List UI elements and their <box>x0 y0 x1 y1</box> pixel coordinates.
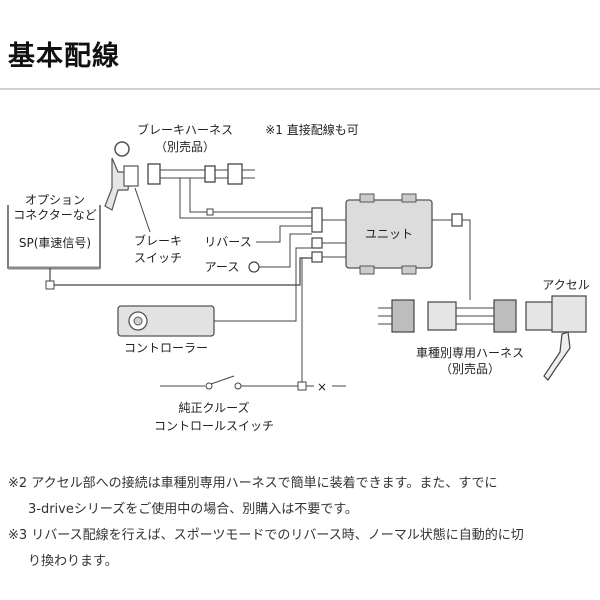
brake-harness <box>147 163 255 185</box>
option-label-line2: コネクターなど <box>13 208 97 222</box>
reverse-label: リバース <box>204 235 251 249</box>
unit-output-wire <box>462 219 471 300</box>
accel-label: アクセル <box>542 278 589 292</box>
brake-switch <box>104 141 139 211</box>
vehicle-harness <box>378 299 555 333</box>
note-3-line1: ※3 リバース配線を行えば、スポーツモードでのリバース時、ノーマル状態に自動的に… <box>8 528 524 543</box>
unit-output-connector <box>451 213 463 227</box>
option-label-line3: SP(車速信号) <box>19 236 91 250</box>
sp-wire <box>49 257 312 286</box>
unit-box <box>345 193 433 275</box>
controller <box>117 305 215 337</box>
page-title: 基本配線 <box>8 41 120 72</box>
sold-separately-label-1: （別売品） <box>155 139 215 154</box>
sold-separately-label-2: （別売品） <box>440 361 500 376</box>
sp-junction <box>45 280 55 290</box>
brake-wire-1 <box>179 178 312 219</box>
vehicle-harness-label: 車種別専用ハーネス <box>416 346 524 360</box>
cruise-junction <box>297 381 307 391</box>
reverse-wire <box>256 225 312 243</box>
brake-wire-junction <box>206 208 214 216</box>
unit-connectors <box>311 207 346 263</box>
earth-label: アース <box>205 260 240 274</box>
controller-label: コントローラー <box>124 341 208 355</box>
brake-switch-label-line1: ブレーキ <box>134 233 182 248</box>
cruise-switch-contact-1 <box>205 382 213 390</box>
cruise-label-line1: 純正クルーズ <box>178 400 249 415</box>
brake-harness-label: ブレーキハーネス <box>137 122 233 137</box>
note-2-line2: 3-driveシリーズをご使用中の場合、別購入は不要です。 <box>28 502 358 517</box>
option-label-line1: オプション <box>25 193 85 207</box>
brake-switch-label-line2: スイッチ <box>134 251 182 265</box>
note-2-line1: ※2 アクセル部への接続は車種別専用ハーネスで簡単に装着できます。また、すでに <box>8 476 498 491</box>
accelerator-pedal-icon <box>543 295 587 381</box>
cruise-label-line2: コントロールスイッチ <box>154 419 274 433</box>
brake-wire-2 <box>189 178 312 213</box>
earth-wire <box>259 233 312 268</box>
unit-label: ユニット <box>365 227 413 241</box>
cruise-switch-contact-2 <box>234 382 242 390</box>
controller-wire <box>214 247 312 322</box>
cut-mark: × <box>317 380 327 394</box>
cruise-switch-lever <box>210 375 235 385</box>
option-connector <box>7 205 101 270</box>
title-divider <box>0 88 600 90</box>
brake-switch-pointer <box>134 187 151 233</box>
note-ref1: ※1 直接配線も可 <box>265 122 359 137</box>
earth-terminal-icon <box>248 261 260 273</box>
note-3-line2: り換わります。 <box>28 554 118 569</box>
